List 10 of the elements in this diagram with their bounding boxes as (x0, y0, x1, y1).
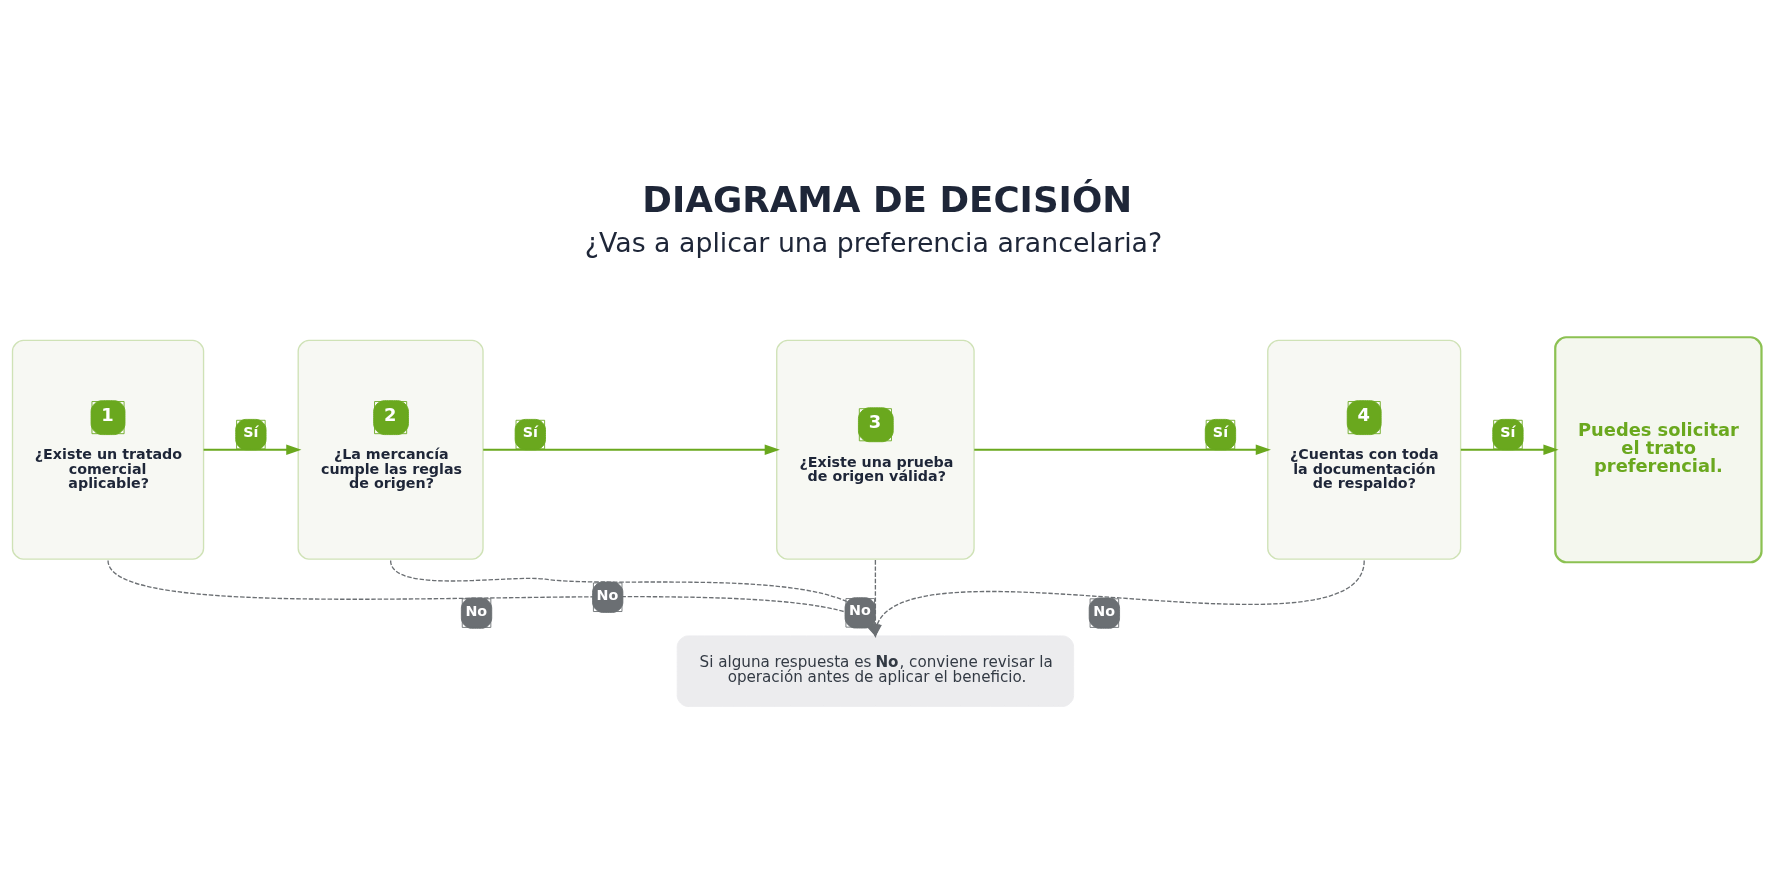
edge-label: No (849, 602, 871, 619)
edge-label: No (465, 602, 488, 619)
diagram-title: DIAGRAMA DE DECISIÓN (642, 178, 1133, 220)
edge-label: No (1093, 602, 1115, 619)
edge-label: Sí (1500, 424, 1516, 441)
edge-label: Sí (522, 424, 538, 441)
edge-label: No (596, 586, 619, 603)
edge-label: Sí (1212, 424, 1229, 441)
edge-label: Sí (243, 424, 259, 441)
label: ¿Vas a aplicar una preferencia arancelaria? (584, 226, 1163, 258)
